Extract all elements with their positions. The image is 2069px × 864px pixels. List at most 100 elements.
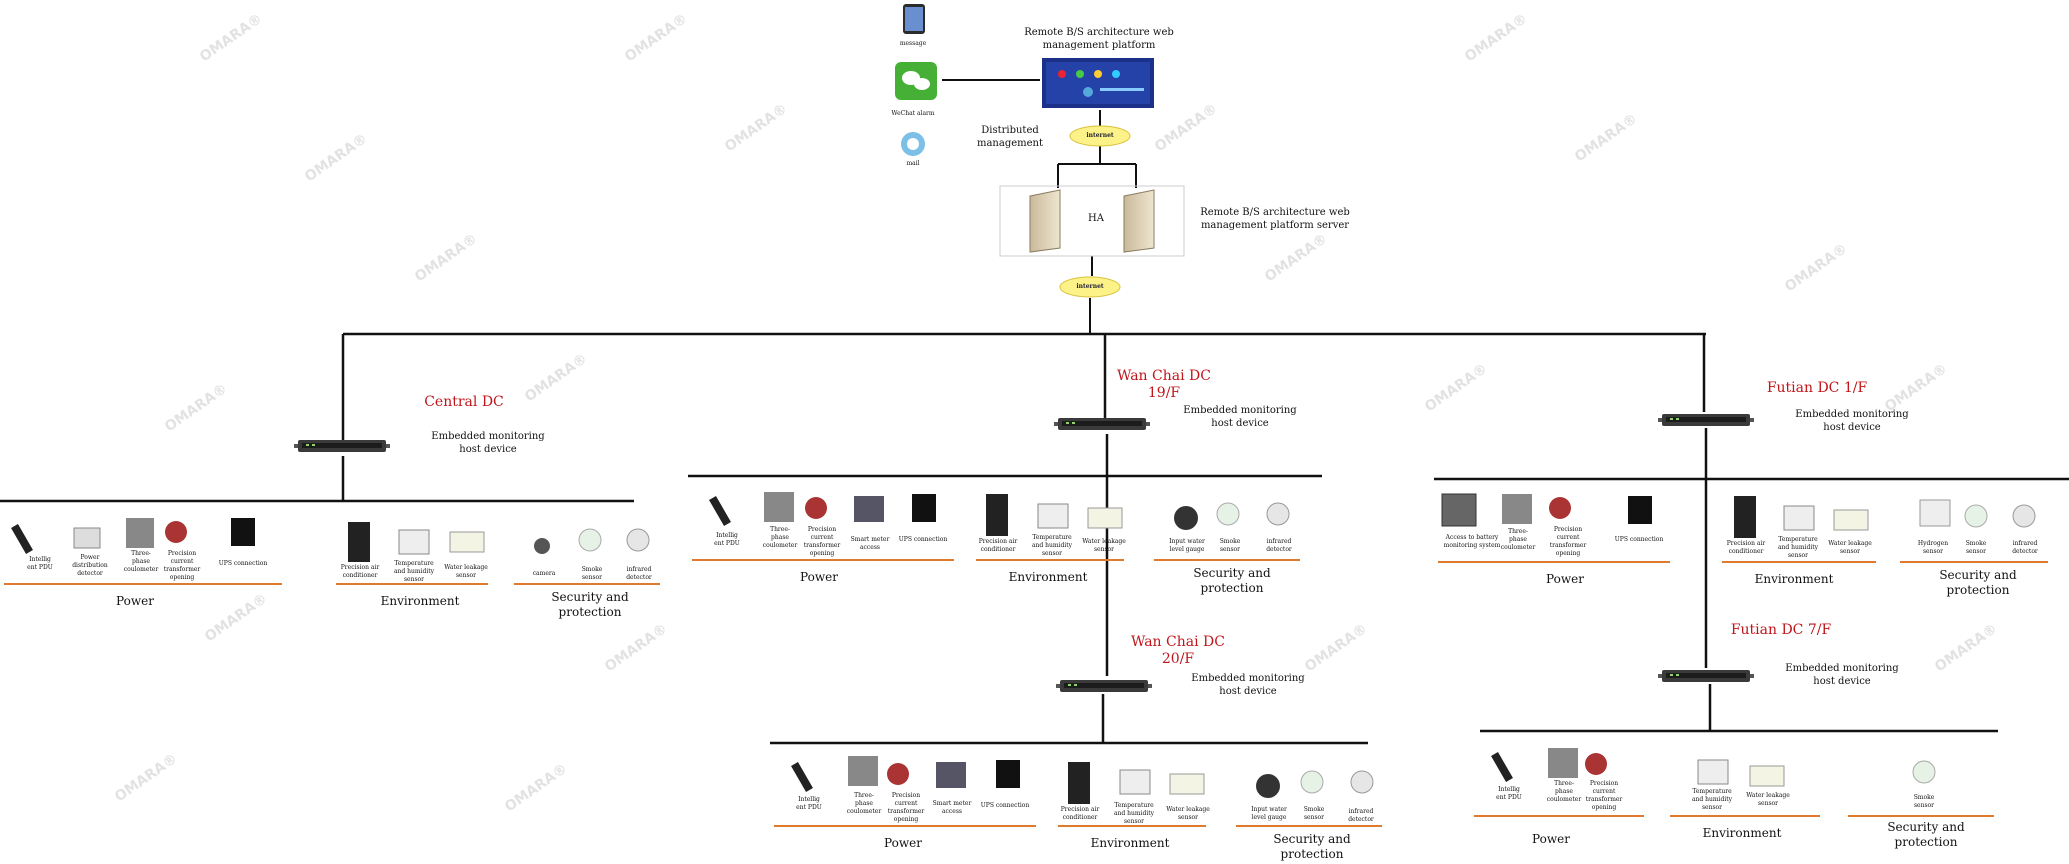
environment-group-label: Environment [1008,570,1088,584]
futian-7f-title: Futian DC 7/F [1730,622,1832,638]
device-label: camera [532,570,556,577]
ft1-host-switch-icon [1658,414,1754,426]
device-label: Water leakage sensor [1082,538,1126,553]
ft7-host-label: Embedded monitoring host device [1785,663,1899,687]
device-label: Intellig ent PDU [796,796,822,811]
device-label: Intellig ent PDU [714,532,740,547]
device-label: Precision air conditioner [1726,540,1766,555]
internet-cloud-icon [1069,125,1131,147]
device-label: Intellig ent PDU [1496,786,1522,801]
device-label: Input water level gauge [1251,806,1287,821]
ft7-env-icons [1697,759,1785,787]
ft1-host-label: Embedded monitoring host device [1795,409,1909,433]
device-label: Three- phase coulometer [762,526,798,549]
device-label: Water leakage sensor [1828,540,1872,555]
device-label: UPS connection [980,802,1030,809]
ft1-power-icons [1441,493,1652,527]
wc20-sec-icons [1256,770,1374,798]
device-label: UPS connection [218,560,268,567]
device-label: Intellig ent PDU [27,556,53,571]
security-group-label: Security and protection [1939,568,2017,597]
phone-icon [903,4,925,34]
environment-group-label: Environment [1702,826,1782,840]
platform-title: Remote B/S architecture web management p… [1024,27,1174,51]
power-group-label: Power [1532,832,1570,846]
device-label: Smoke sensor [1219,538,1241,553]
device-label: Temperature and humidity sensor [1777,536,1819,559]
wc20-power-icons [791,756,1020,792]
device-label: Precision current transformer opening [163,550,201,581]
wanchai-19f-title: Wan Chai DC 19/F [1117,368,1211,401]
device-label: Three- phase coulometer [123,550,159,573]
device-label: UPS connection [1614,536,1664,543]
device-label: Three- phase coulometer [846,792,882,815]
device-label: Hydrogen sensor [1917,540,1949,555]
server-icon [1029,189,1155,253]
power-group-label: Power [800,570,838,584]
device-label: Smart meter access [850,536,890,551]
device-label: Precision air conditioner [340,564,380,579]
wanchai-20f-title: Wan Chai DC 20/F [1131,634,1225,667]
wc19-sec-icons [1174,502,1290,530]
ft7-power-icons [1491,748,1607,782]
security-group-label: Security and protection [1193,566,1271,595]
device-label: Temperature and humidity sensor [1113,802,1155,825]
power-group-label: Power [116,594,154,608]
device-label: UPS connection [898,536,948,543]
central-dc-title: Central DC [424,394,504,410]
ha-label: HA [1088,213,1104,224]
device-label: Three- phase coulometer [1546,780,1582,803]
device-label: infrared detector [1348,808,1374,823]
wechat-label: WeChat alarm [891,110,935,117]
wc20-host-switch-icon [1056,680,1152,692]
device-label: Temperature and humidity sensor [1031,534,1073,557]
device-label: Three- phase coulometer [1500,528,1536,551]
wc20-env-icons [1068,762,1205,804]
device-label: Access to battery monitoring system [1443,534,1501,549]
wc19-env-icons [986,494,1123,536]
wechat-icon [895,62,937,100]
security-group-label: Security and protection [1887,820,1965,849]
device-label: Water leakage sensor [1166,806,1210,821]
device-label: Smart meter access [932,800,972,815]
message-label: message [899,40,927,47]
device-label: Precision current transformer opening [887,792,925,823]
ft7-host-switch-icon [1658,670,1754,682]
device-label: Water leakage sensor [1746,792,1790,807]
device-label: Precision current transformer opening [803,526,841,557]
futian-1f-title: Futian DC 1/F [1766,380,1868,396]
mail-icon [901,132,925,156]
wc19-power-icons [709,492,936,526]
device-label: Precision air conditioner [978,538,1018,553]
security-group-label: Security and protection [551,590,629,619]
device-label: infrared detector [626,566,652,581]
device-label: Precision current transformer opening [1585,780,1623,811]
central-host-label: Embedded monitoring host device [431,431,545,455]
security-group-label: Security and protection [1273,832,1351,861]
device-label: Precision current transformer opening [1549,526,1587,557]
device-label: Temperature and humidity sensor [1691,788,1733,811]
device-label: Smoke sensor [1965,540,1987,555]
central-host-switch-icon [294,440,390,452]
power-group-label: Power [884,836,922,850]
central-env-icons [348,522,485,562]
ft1-env-icons [1734,496,1869,538]
internet-cloud-icon [1059,276,1121,298]
device-label: Water leakage sensor [444,564,488,579]
internet-label: internet [1076,283,1104,290]
server-label: Remote B/S architecture web management p… [1200,207,1350,231]
power-group-label: Power [1546,572,1584,586]
device-label: Power distribution detector [72,554,108,577]
device-label: infrared detector [1266,538,1292,553]
device-label: Smoke sensor [1913,794,1935,809]
distributed-label: Distributed management [976,125,1044,149]
central-sec-icons [534,528,650,554]
web-platform-screen-icon [1042,58,1154,108]
device-label: Smoke sensor [1303,806,1325,821]
central-power-icons [11,518,255,554]
ft1-sec-icons [1919,499,2036,528]
environment-group-label: Environment [380,594,460,608]
device-label: Input water level gauge [1169,538,1205,553]
environment-group-label: Environment [1090,836,1170,850]
